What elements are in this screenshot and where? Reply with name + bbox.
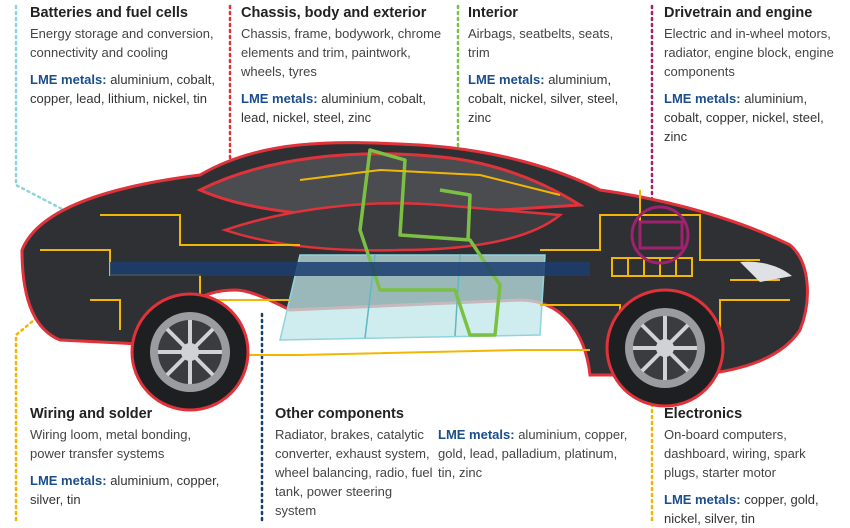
other-lme: LME metals: aluminium, copper, gold, lea… — [438, 425, 628, 482]
wiring-lme: LME metals: aluminium, copper, silver, t… — [30, 471, 220, 509]
drivetrain-unit — [630, 205, 690, 265]
other-lme-text: LME metals: aluminium, copper, gold, lea… — [438, 425, 628, 482]
wiring-description: Wiring loom, metal bonding, power transf… — [30, 427, 192, 461]
headlight — [740, 261, 792, 282]
wiring-lme-metals: aluminium, copper, silver, tin — [30, 473, 220, 507]
drivetrain-lme: LME metals: aluminium, cobalt, copper, n… — [664, 89, 844, 146]
chassis-lme: LME metals: aluminium, cobalt, lead, nic… — [241, 89, 446, 127]
electronics-description: On-board computers, dashboard, wiring, s… — [664, 427, 806, 480]
wiring-title: Wiring and solder — [30, 406, 153, 422]
other-description: Radiator, brakes, catalytic converter, e… — [275, 427, 433, 518]
electronics-lme: LME metals: copper, gold, nickel, silver… — [664, 490, 824, 528]
drivetrain-title: Drivetrain and engine — [664, 5, 813, 21]
batteries-lme-label: LME metals: — [30, 72, 107, 87]
section-drivetrain: Drivetrain and engine Electric and in-wh… — [664, 4, 844, 146]
batteries-leader-line — [14, 4, 152, 257]
other-title: Other components — [275, 406, 404, 422]
section-electronics: Electronics On-board computers, dashboar… — [664, 405, 824, 528]
chassis-lme-label: LME metals: — [241, 91, 318, 106]
chassis-lme-metals: aluminium, cobalt, lead, nickel, steel, … — [241, 91, 426, 125]
chassis-title: Chassis, body and exterior — [241, 5, 427, 21]
section-wiring: Wiring and solder Wiring loom, metal bon… — [30, 405, 220, 509]
batteries-lme-metals: aluminium, cobalt, copper, lead, lithium… — [30, 72, 215, 106]
batteries-lme: LME metals: aluminium, cobalt, copper, l… — [30, 70, 220, 108]
interior-description: Airbags, seatbelts, seats, trim — [468, 26, 614, 60]
other-lme-metals: aluminium, copper, gold, lead, palladium… — [438, 427, 628, 480]
rear-wheel — [130, 292, 250, 412]
front-wheel — [605, 288, 725, 408]
drivetrain-lme-metals: aluminium, cobalt, copper, nickel, steel… — [664, 91, 824, 144]
electronics-lme-label: LME metals: — [664, 492, 741, 507]
section-interior: Interior Airbags, seatbelts, seats, trim… — [468, 4, 633, 127]
interior-lme-metals: aluminium, cobalt, nickel, silver, steel… — [468, 72, 619, 125]
interior-lme: LME metals: aluminium, cobalt, nickel, s… — [468, 70, 633, 127]
section-batteries: Batteries and fuel cells Energy storage … — [30, 4, 220, 108]
electronics-lme-metals: copper, gold, nickel, silver, tin — [664, 492, 819, 526]
wiring-lme-label: LME metals: — [30, 473, 107, 488]
wiring-leader-line — [14, 288, 72, 522]
section-other: Other components Radiator, brakes, catal… — [275, 405, 435, 520]
batteries-title: Batteries and fuel cells — [30, 5, 188, 21]
chassis-rail — [110, 262, 590, 276]
electronics-title: Electronics — [664, 406, 743, 422]
chassis-description: Chassis, frame, bodywork, chrome element… — [241, 26, 442, 79]
drivetrain-description: Electric and in-wheel motors, radiator, … — [664, 26, 834, 79]
other-lme-label: LME metals: — [438, 427, 515, 442]
section-chassis: Chassis, body and exterior Chassis, fram… — [241, 4, 446, 127]
electronics-unit — [611, 257, 693, 277]
drivetrain-lme-label: LME metals: — [664, 91, 741, 106]
car-side-window — [221, 202, 564, 252]
batteries-description: Energy storage and conversion, connectiv… — [30, 26, 214, 60]
interior-title: Interior — [468, 5, 518, 21]
interior-lme-label: LME metals: — [468, 72, 545, 87]
